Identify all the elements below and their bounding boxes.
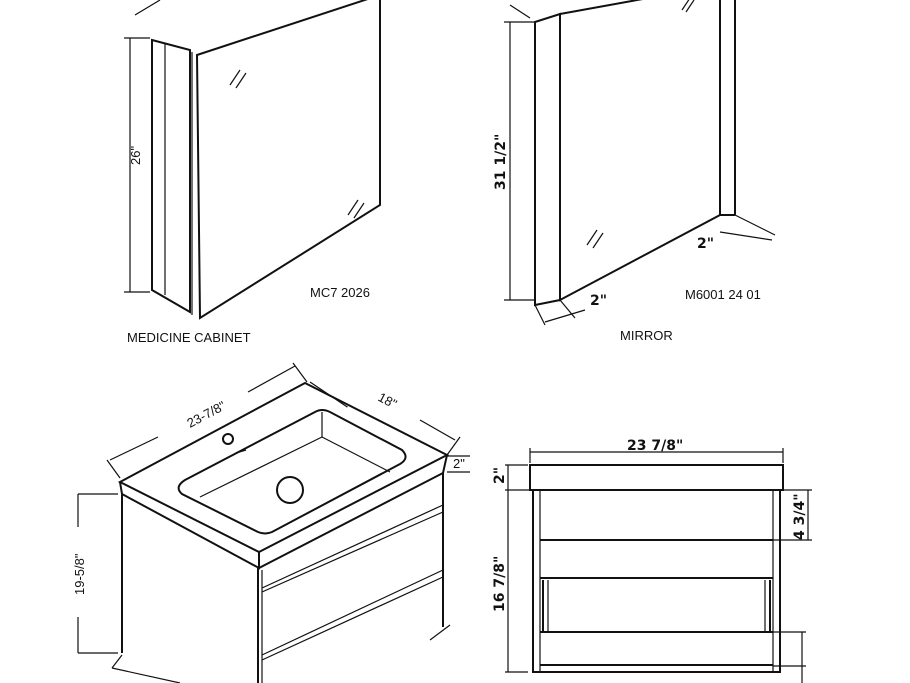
vanity-top-thickness-dimension: 2" bbox=[453, 456, 465, 471]
medicine-cabinet-drawing bbox=[124, 0, 381, 320]
vanity-front-view-drawing bbox=[505, 448, 812, 683]
mirror-depth-dimension-bottom: 2" bbox=[590, 293, 607, 309]
mirror-model-number: M6001 24 01 bbox=[685, 287, 761, 302]
vanity-height-dimension: 19-5/8" bbox=[72, 553, 87, 595]
mirror-depth-dimension-right: 2" bbox=[697, 236, 714, 252]
mirror-height-dimension: 31 1/2" bbox=[493, 134, 509, 190]
vanity-depth-dimension: 18" bbox=[376, 389, 400, 411]
cabinet-height-dimension: 26" bbox=[128, 146, 143, 165]
front-drawer-dimension: 4 3/4" bbox=[792, 493, 808, 540]
vanity-isometric-drawing bbox=[77, 362, 470, 683]
cabinet-model-number: MC7 2026 bbox=[310, 285, 370, 300]
front-height-dimension: 16 7/8" bbox=[492, 556, 508, 612]
cabinet-caption: MEDICINE CABINET bbox=[127, 330, 251, 345]
front-width-dimension: 23 7/8" bbox=[627, 438, 683, 454]
mirror-caption: MIRROR bbox=[620, 328, 673, 343]
mirror-drawing bbox=[504, 0, 776, 326]
front-top-thickness-dimension: 2" bbox=[492, 467, 508, 484]
vanity-width-dimension: 23-7/8" bbox=[184, 398, 228, 431]
